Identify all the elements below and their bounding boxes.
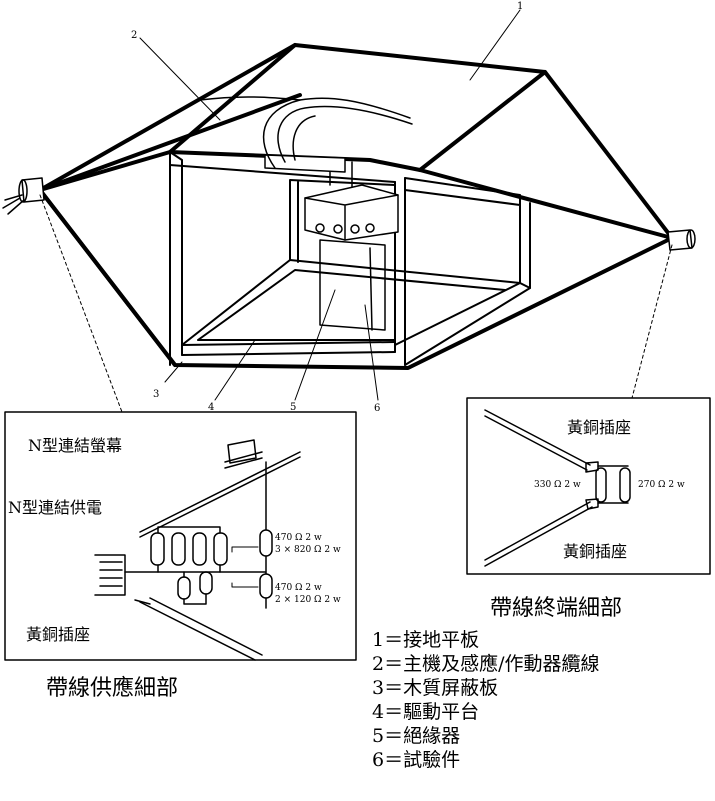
term-r-right-label: 270 Ω 2 w bbox=[638, 480, 685, 490]
r2-top-label: 470 Ω 2 w bbox=[275, 583, 322, 593]
callout-1: 1 bbox=[517, 1, 523, 12]
r2-bottom-label: 2 × 120 Ω 2 w bbox=[275, 595, 341, 605]
supply-socket-label: 黃銅插座 bbox=[26, 625, 91, 644]
callout-2: 2 bbox=[131, 30, 137, 41]
legend-item-1: 1＝接地平板 bbox=[372, 629, 480, 651]
legend-item-6: 6＝試驗件 bbox=[372, 749, 461, 771]
screen-connector-label: N型連結螢幕 bbox=[28, 436, 123, 455]
callout-leaders bbox=[39, 9, 673, 413]
callout-6: 6 bbox=[374, 403, 380, 414]
termination-detail-inset bbox=[466, 397, 711, 575]
termination-socket-bottom-label: 黃銅插座 bbox=[563, 542, 628, 561]
term-r-left-label: 330 Ω 2 w bbox=[534, 480, 581, 490]
end-connectors bbox=[2, 177, 696, 251]
legend-item-4: 4＝驅動平台 bbox=[372, 701, 480, 723]
legend: 1＝接地平板 2＝主機及感應/作動器纜線 3＝木質屏蔽板 4＝驅動平台 5＝絕緣… bbox=[372, 628, 600, 772]
power-connector-label: N型連結供電 bbox=[8, 498, 103, 517]
r1-top-label: 470 Ω 2 w bbox=[275, 533, 322, 543]
resistor-labels: 470 Ω 2 w 3 × 820 Ω 2 w 470 Ω 2 w 2 × 12… bbox=[275, 480, 685, 605]
callout-5: 5 bbox=[290, 402, 296, 413]
drive-platform-frame bbox=[169, 151, 531, 366]
r1-bottom-label: 3 × 820 Ω 2 w bbox=[275, 545, 341, 555]
termination-socket-top-label: 黃銅插座 bbox=[567, 418, 632, 437]
supply-detail-inset bbox=[4, 411, 357, 661]
legend-item-5: 5＝絕緣器 bbox=[372, 725, 461, 747]
termination-detail-caption: 帶線終端細部 bbox=[490, 596, 623, 621]
callout-numbers: 1 2 3 4 5 6 bbox=[131, 1, 523, 414]
supply-detail-caption: 帶線供應細部 bbox=[46, 676, 179, 701]
callout-3: 3 bbox=[153, 389, 159, 400]
legend-item-3: 3＝木質屏蔽板 bbox=[372, 677, 499, 699]
legend-item-2: 2＝主機及感應/作動器纜線 bbox=[372, 653, 600, 675]
callout-4: 4 bbox=[208, 402, 214, 413]
wooden-shield-plate bbox=[38, 188, 674, 370]
test-specimen-assembly bbox=[199, 96, 413, 331]
